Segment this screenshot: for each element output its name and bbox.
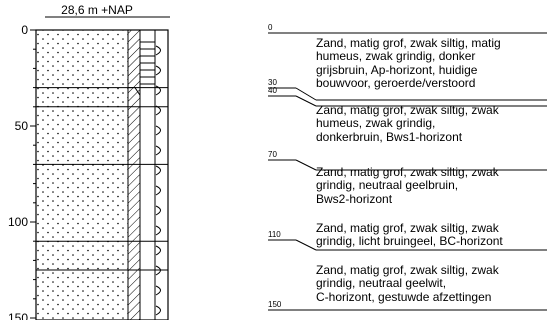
gravel-symbol: [156, 226, 161, 235]
boundary-connector: [296, 240, 316, 250]
boundary-label: 0: [268, 23, 273, 32]
gravel-symbol: [156, 46, 161, 55]
depth-tick-label: 0: [21, 23, 28, 37]
gravel-symbol: [156, 206, 161, 215]
gravel-symbol: [156, 146, 161, 155]
layer-description: Zand, matig grof, zwak siltig, zwak hume…: [316, 104, 547, 144]
gravel-symbol: [156, 186, 161, 195]
gravel-symbol: [156, 126, 161, 135]
gravel-symbol: [156, 106, 161, 115]
boundary-connector: [296, 160, 316, 170]
layer-description: Zand, matig grof, zwak siltig, zwak grin…: [316, 222, 547, 249]
boundary-label: 110: [268, 230, 281, 239]
depth-axis: 0 50 100 150: [8, 23, 36, 320]
gravel-symbols: [156, 46, 161, 315]
gravel-symbol: [156, 166, 161, 175]
humus-strip: [140, 30, 155, 90]
sand-column-fill: [36, 30, 128, 320]
lithology-column: [36, 30, 168, 320]
depth-tick-label: 150: [8, 311, 28, 320]
gravel-symbol: [156, 246, 161, 255]
layer-description: Zand, matig grof, zwak siltig, zwak grin…: [316, 264, 547, 304]
boundary-label: 70: [268, 150, 277, 159]
depth-tick-label: 100: [8, 215, 28, 229]
boundary-connector: [296, 96, 316, 106]
layer-description: Zand, matig grof, zwak siltig, matig hum…: [316, 37, 547, 91]
hatch-strip: [128, 30, 140, 320]
boundary-label: 150: [268, 300, 282, 309]
gravel-symbol: [156, 306, 161, 315]
depth-tick-label: 50: [15, 119, 29, 133]
gravel-symbol: [156, 66, 161, 75]
boundary-label: 40: [268, 86, 277, 95]
elevation-label: 28,6 m +NAP: [61, 3, 133, 17]
gravel-symbol: [156, 286, 161, 295]
boundary-connector: [296, 88, 316, 100]
layer-description: Zand, matig grof, zwak siltig, zwak grin…: [316, 166, 547, 206]
